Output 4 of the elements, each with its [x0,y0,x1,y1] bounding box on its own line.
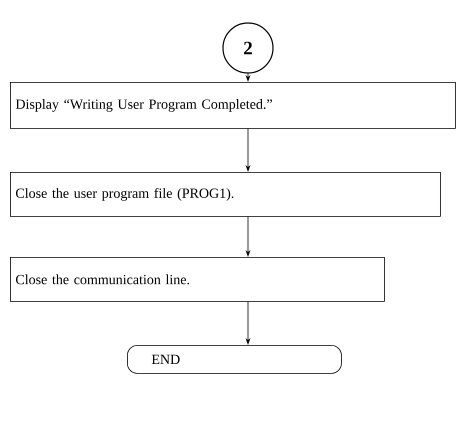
process-box: Close the user program file (PROG1). [10,172,441,217]
process-box: Close the communication line. [10,257,385,302]
process-box: Display “Writing User Program Completed.” [10,82,456,129]
terminator: END [127,345,342,374]
